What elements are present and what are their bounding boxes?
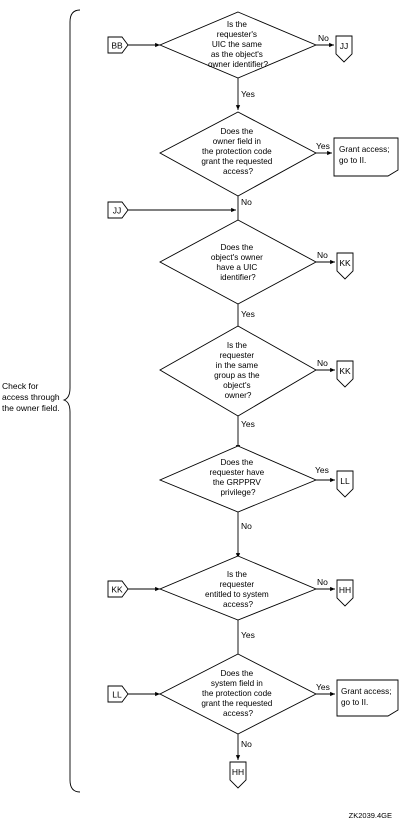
svg-text:Grant access; go to II.: Grant access; go to II.	[339, 145, 392, 165]
svg-text:JJ: JJ	[340, 41, 349, 51]
label-yes-d6: Yes	[241, 630, 255, 640]
label-no-d3: No	[317, 250, 328, 260]
entry-connector-ll: LL	[107, 685, 129, 703]
grant-access-box-2: Grant access; go to II.	[336, 679, 399, 717]
svg-text:BB: BB	[111, 41, 123, 51]
svg-text:HH: HH	[232, 767, 244, 777]
label-yes-d2: Yes	[316, 141, 330, 151]
decision-same-group: Is the requester in the same group as th…	[159, 325, 317, 417]
label-no-d2: No	[241, 197, 252, 207]
exit-connector-kk-2: KK	[336, 360, 354, 388]
svg-text:Is the requester's: Is the requester's UIC the same as the o…	[208, 20, 269, 69]
svg-text:KK: KK	[339, 366, 351, 376]
label-yes-d4: Yes	[241, 419, 255, 429]
label-yes-d1: Yes	[241, 89, 255, 99]
svg-text:HH: HH	[339, 585, 351, 595]
svg-text:Does the system field in: Does the system field in the protection …	[201, 669, 274, 718]
decision-system-access: Is the requester entitled to system acce…	[158, 555, 318, 621]
svg-text:Grant access; go to II.: Grant access; go to II.	[341, 687, 394, 707]
entry-connector-kk: KK	[107, 580, 129, 598]
figure-id: ZK2039.4GE	[349, 811, 392, 820]
grant-access-box-1: Grant access; go to II.	[333, 137, 399, 177]
label-no-d7: No	[241, 739, 252, 749]
svg-text:LL: LL	[112, 690, 122, 700]
label-yes-d5: Yes	[315, 465, 329, 475]
side-label: Check for access through the owner field…	[2, 381, 62, 413]
label-no-d5: No	[241, 521, 252, 531]
svg-text:Does the object's owner: Does the object's owner have a UIC ident…	[211, 243, 265, 282]
svg-text:Does the owner field in: Does the owner field in the protection c…	[201, 127, 274, 176]
owner-field-brace	[62, 9, 81, 793]
label-no-d1: No	[318, 33, 329, 43]
exit-connector-ll: LL	[336, 470, 354, 498]
entry-connector-bb: BB	[107, 36, 129, 54]
svg-text:KK: KK	[339, 258, 351, 268]
label-yes-d3: Yes	[241, 309, 255, 319]
svg-text:Is the requester e: Is the requester entitled to system acce…	[205, 570, 271, 609]
exit-connector-kk-1: KK	[336, 252, 354, 280]
decision-uic-match: Is the requester's UIC the same as the o…	[158, 11, 318, 79]
svg-text:LL: LL	[340, 476, 350, 486]
decision-grpprv-privilege: Does the requester have the GRPPRV privi…	[158, 445, 318, 513]
svg-text:Is the requester i: Is the requester in the same group as th…	[214, 341, 262, 400]
decision-owner-has-uic: Does the object's owner have a UIC ident…	[159, 219, 317, 305]
decision-system-field-grants: Does the system field in the protection …	[159, 653, 317, 735]
label-yes-d7: Yes	[316, 682, 330, 692]
exit-connector-hh-2: HH	[229, 761, 247, 789]
label-no-d6: No	[317, 577, 328, 587]
entry-connector-jj: JJ	[107, 201, 129, 219]
svg-text:Does the requester have: Does the requester have the GRPPRV privi…	[210, 458, 267, 497]
exit-connector-jj: JJ	[335, 35, 353, 63]
svg-text:JJ: JJ	[113, 206, 122, 216]
decision-owner-field-grants: Does the owner field in the protection c…	[159, 111, 317, 197]
exit-connector-hh-1: HH	[336, 579, 354, 607]
label-no-d4: No	[317, 358, 328, 368]
svg-text:KK: KK	[111, 585, 123, 595]
